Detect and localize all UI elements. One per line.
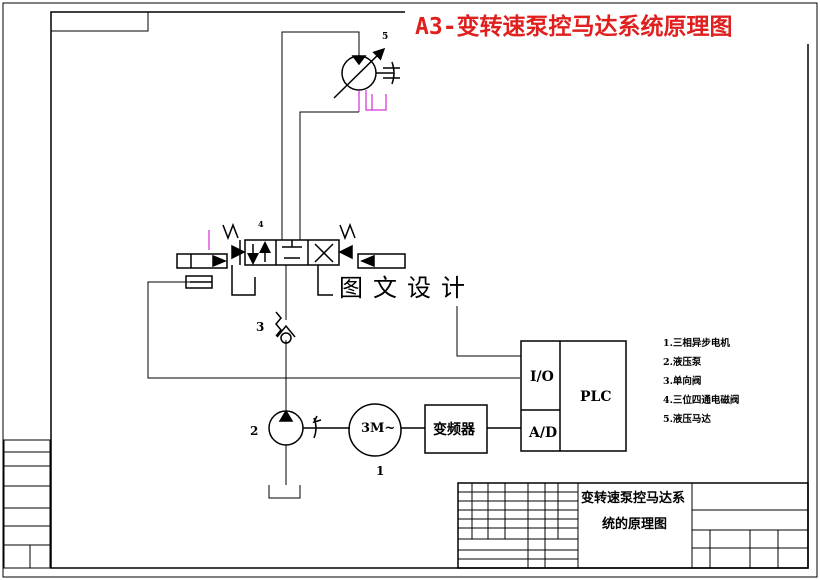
check-valve-symbol xyxy=(275,311,296,344)
banner-title: A3-变转速泵控马达系统原理图 xyxy=(405,10,815,44)
legend-item-5: 5.液压马达 xyxy=(663,414,711,425)
item-number-pump-2: 2 xyxy=(250,424,259,438)
inverter-label: 变频器 xyxy=(433,422,475,438)
legend-item-4: 4.三位四通电磁阀 xyxy=(663,395,740,406)
legend-item-3: 3.单向阀 xyxy=(663,376,702,387)
motor-tank-lines xyxy=(358,90,387,112)
component-legend: 1.三相异步电机 2.液压泵 3.单向阀 4.三位四通电磁阀 5.液压马达 xyxy=(663,334,739,429)
item-number-hydraulic-motor-5: 5 xyxy=(382,32,389,42)
item-number-valve-4: 4 xyxy=(258,219,264,229)
electric-motor-symbol xyxy=(348,403,425,457)
control-boxes xyxy=(424,340,627,454)
pipelines xyxy=(147,31,521,499)
plc-ad-label: A/D xyxy=(529,425,558,441)
item-number-check-valve-3: 3 xyxy=(256,320,265,334)
title-block xyxy=(457,482,809,569)
directional-valve-symbol xyxy=(176,222,406,296)
legend-item-2: 2.液压泵 xyxy=(663,357,702,368)
plc-io-label: I/O xyxy=(530,369,554,385)
watermark-text: 图文设计 xyxy=(333,270,481,306)
drawing-title-line2: 统的原理图 xyxy=(602,517,668,532)
motor-label: 3M~ xyxy=(361,421,396,436)
hydraulic-pump-symbol xyxy=(268,409,350,446)
item-number-motor-1: 1 xyxy=(376,464,385,478)
drawing-title-line1: 变转速泵控马达系 xyxy=(581,491,686,506)
side-strip xyxy=(3,439,51,569)
legend-item-1: 1.三相异步电机 xyxy=(663,338,730,349)
hydraulic-motor-symbol xyxy=(333,47,400,99)
plc-label: PLC xyxy=(580,389,612,405)
